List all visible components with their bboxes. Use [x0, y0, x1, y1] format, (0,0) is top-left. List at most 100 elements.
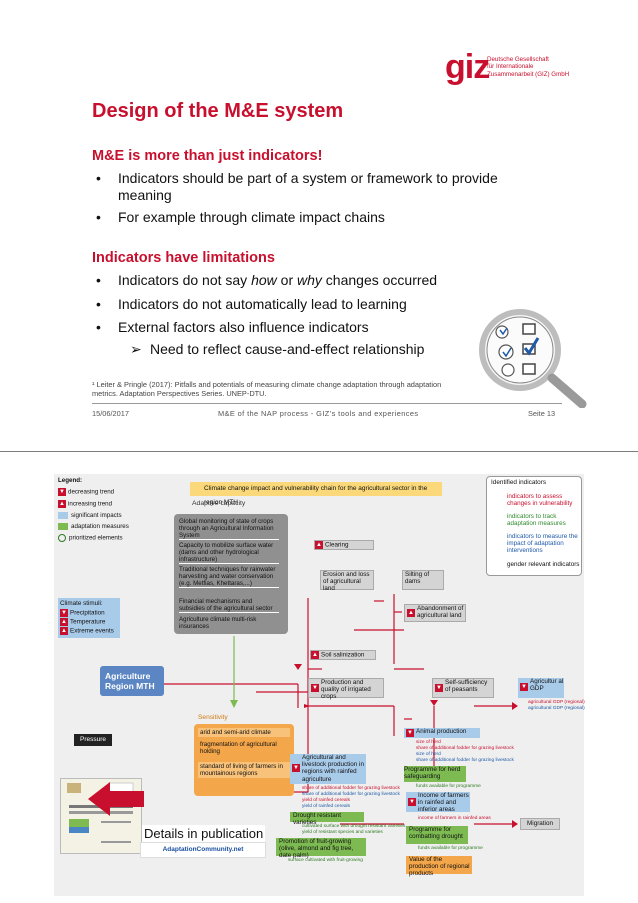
indicator-text: funds available for programme: [418, 846, 483, 851]
decreasing-trend-icon: ▼: [435, 684, 443, 692]
emphasis-how: how: [251, 272, 277, 288]
stimulus-label: Temperature: [70, 618, 106, 626]
arrow-left-icon: [88, 782, 144, 816]
footer-date: 15/06/2017: [92, 409, 129, 418]
adaptation-community-logo[interactable]: AdaptationCommunity.net: [140, 842, 266, 858]
node-gdp: ▼Agricultur al GDP: [518, 678, 564, 698]
adaptive-capacity-title: Adaptive capacity: [192, 500, 246, 507]
bullet-text-part: Indicators do not say: [118, 272, 252, 288]
sensitivity-title: Sensitivity: [198, 714, 228, 721]
bullet-text: For example through climate impact chain…: [118, 209, 385, 225]
indicator-text: share of additional fodder for grazing l…: [416, 758, 514, 763]
node-label: Agricultural and livestock production in…: [302, 754, 364, 783]
stimulus-label: Precipitation: [70, 609, 105, 617]
identified-indicators-box: Identified indicators indicators to asse…: [486, 476, 582, 576]
footer-divider: [92, 403, 562, 404]
indicator-text: yield of resistant species and varieties: [302, 830, 383, 835]
sensitivity-row: standard of living of farmers in mountai…: [198, 762, 290, 778]
node-label: Income of farmers in rainfed and inferio…: [418, 792, 469, 814]
footer-center: M&E of the NAP process - GIZ’s tools and…: [218, 409, 419, 418]
increasing-trend-icon: ▲: [311, 651, 319, 659]
legend-adaptation: adaptation measures: [58, 523, 129, 531]
logo-org-line: Deutsche Gesellschaft: [487, 56, 549, 63]
node-production: ▼Production and quality of irrigated cro…: [308, 678, 384, 701]
decreasing-trend-icon: ▼: [520, 683, 528, 691]
indicator-text: yield of rainfed cereals: [302, 798, 350, 803]
logo-org-line: für Internationale: [487, 63, 534, 71]
indicator-text: size of herd: [416, 740, 441, 745]
indicator-text: agricultural GDP (regional): [528, 706, 585, 711]
indicator-text: share of additional fodder for grazing l…: [302, 786, 400, 791]
bullet-dot: •: [96, 319, 101, 335]
decreasing-trend-icon: ▼: [311, 684, 319, 692]
identified-item-adaptation: indicators to track adaptation measures: [507, 513, 566, 528]
legend-label: increasing trend: [68, 500, 113, 508]
legend-decreasing: ▼decreasing trend: [58, 488, 114, 497]
legend-title: Legend:: [58, 477, 83, 484]
legend-label: decreasing trend: [68, 488, 115, 496]
bullet-text: Indicators do not automatically lead to …: [118, 296, 407, 312]
logo-org-line: Zusammenarbeit (GIZ) GmbH: [487, 70, 570, 78]
legend-label: prioritized elements: [69, 534, 123, 542]
bullet-text-part: or: [276, 272, 297, 288]
sensitivity-row: arid and semi-arid climate: [198, 728, 290, 737]
decreasing-trend-icon: ▼: [408, 798, 416, 806]
decreasing-trend-icon: ▼: [292, 764, 300, 772]
node-label: Abandonment of agricultural land: [417, 605, 464, 620]
adaptive-row: Capacity to mobilize surface water (dams…: [179, 542, 279, 564]
chain-title: Climate change impact and vulnerability …: [190, 482, 442, 506]
prioritized-icon: [58, 534, 66, 542]
details-in-publication-label: Details in publication: [142, 825, 266, 842]
indicator-text: share of additional fodder for grazing l…: [416, 746, 514, 751]
diagram-connectors: [164, 594, 518, 828]
increasing-trend-icon: ▲: [407, 609, 415, 617]
stimulus-precipitation: ▼Precipitation: [60, 609, 105, 617]
pressure-label: Pressure: [74, 734, 112, 746]
giz-logo-mark: giz: [445, 48, 490, 86]
node-herd-programme: Programme for herd safeguarding: [404, 766, 466, 782]
adaptive-row: Financial mechanisms and subsidies of th…: [179, 598, 279, 613]
stimulus-label: Extreme events: [70, 627, 114, 635]
adaptation-swatch: [58, 523, 68, 530]
bullet-dot: •: [96, 272, 101, 288]
node-clearing: ▲Clearing: [314, 540, 374, 550]
magnifier-checklist-icon: [479, 309, 587, 408]
legend-significant: significant impacts: [58, 512, 122, 520]
bullet-dot: •: [96, 296, 101, 312]
bullet-text: Indicators do not say how or why changes…: [118, 272, 538, 289]
giz-logo-org: Deutsche Gesellschaft für Internationale…: [487, 56, 577, 78]
region-box: Agriculture Region MTH: [100, 666, 164, 696]
indicator-text: size of herd: [416, 752, 441, 757]
decreasing-trend-icon: ▼: [58, 488, 66, 496]
adaptive-row: Agriculture climate multi-risk insurance…: [179, 616, 257, 630]
arrow-bullet-icon: ➢: [130, 341, 142, 357]
indicator-text: income of farmers in rainfed areas: [418, 816, 491, 821]
sub-bullet-text: Need to reflect cause-and-effect relatio…: [150, 341, 425, 357]
sensitivity-row: fragmentation of agricultural holding: [200, 741, 277, 755]
section-heading-limitations: Indicators have limitations: [92, 250, 275, 266]
indicator-text: surface cultivated with fruit-growing: [288, 858, 363, 863]
node-livestock: ▼Agricultural and livestock production i…: [290, 754, 366, 784]
bullet-dot: •: [96, 209, 101, 225]
node-silting: Silting of dams: [402, 570, 444, 590]
footer-page: Seite 13: [528, 409, 556, 418]
legend-label: significant impacts: [71, 512, 122, 520]
adaptive-capacity-panel: Adaptive capacity Global monitoring of s…: [174, 500, 288, 634]
bullet-text: External factors also influence indicato…: [118, 319, 369, 335]
node-label: Production and quality of irrigated crop…: [321, 679, 371, 701]
node-animal: ▼Animal production: [404, 728, 480, 738]
node-label: Soil salinization: [321, 651, 365, 659]
node-label: Animal production: [416, 728, 467, 735]
node-salinization: ▲Soil salinization: [310, 650, 376, 660]
stimulus-temperature: ▲Temperature: [60, 618, 105, 626]
bullet-text-part: changes occurred: [321, 272, 438, 288]
node-fruit-growing: Promotion of fruit-growing (olive, almon…: [276, 838, 366, 859]
identified-title: Identified indicators: [491, 479, 547, 486]
impact-chain-diagram: Legend: ▼decreasing trend ▲increasing tr…: [54, 474, 585, 896]
identified-item-vulnerability: indicators to assess changes in vulnerab…: [507, 493, 573, 508]
identified-item-impact: indicators to measure the impact of adap…: [507, 533, 578, 555]
adaptive-row: Traditional techniques for rainwater har…: [179, 566, 279, 588]
decreasing-trend-icon: ▼: [60, 609, 68, 617]
node-migration: Migration: [520, 818, 560, 830]
node-regional-products: Value of the production of regional prod…: [406, 856, 472, 877]
